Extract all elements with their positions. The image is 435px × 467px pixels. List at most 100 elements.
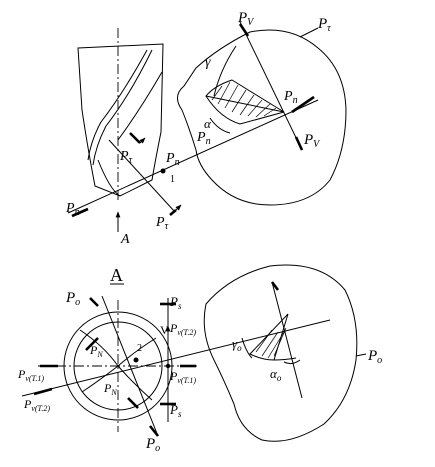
svg-text:Pτ: Pτ bbox=[155, 215, 169, 232]
point-1-dot bbox=[160, 168, 166, 174]
label-po-right: P bbox=[367, 348, 377, 364]
po-section-line bbox=[271, 281, 303, 399]
gamma-arc bbox=[213, 45, 237, 97]
po-right-leader bbox=[355, 353, 367, 357]
svg-text:Pv(T.2): Pv(T.2) bbox=[23, 397, 50, 413]
alpha-o-arc bbox=[283, 359, 301, 365]
svg-text:Pn: Pn bbox=[165, 151, 180, 168]
drill-flute-1 bbox=[92, 49, 153, 166]
label-pt-top: P bbox=[317, 16, 327, 32]
svg-text:Ps: Ps bbox=[169, 294, 182, 311]
svg-text:Pn: Pn bbox=[65, 201, 80, 218]
section-wedge-face bbox=[205, 79, 285, 113]
svg-text:Ps: Ps bbox=[169, 402, 182, 419]
section-po-wedge bbox=[249, 313, 289, 361]
pn-mark-right bbox=[291, 95, 315, 114]
label-pv-right-sub: V bbox=[313, 139, 321, 150]
label-view-title-a: A bbox=[110, 265, 123, 285]
top-labels: PV Pτ γ Pn α Pn PV Pτ Pn 1 Pn A Pτ bbox=[65, 10, 331, 247]
top-figure bbox=[67, 21, 347, 232]
svg-text:Pv(T.1): Pv(T.1) bbox=[169, 369, 196, 385]
pv-line bbox=[239, 21, 303, 151]
svg-text:PN: PN bbox=[89, 343, 103, 359]
pn-mark-lower bbox=[127, 397, 139, 409]
label-po-bottom: P bbox=[145, 436, 155, 452]
pn-mark-left bbox=[71, 207, 89, 218]
label-po-bottom-sub: o bbox=[155, 443, 160, 454]
svg-text:Pn: Pn bbox=[283, 89, 298, 106]
label-po-top: P bbox=[65, 290, 75, 306]
svg-text:PN: PN bbox=[103, 381, 117, 397]
pv-mark-bottom bbox=[294, 136, 304, 151]
label-pv-t1-left: P bbox=[17, 367, 26, 381]
label-pv-t1-right: P bbox=[169, 369, 178, 383]
flank-line bbox=[273, 357, 297, 361]
label-pv-top: P bbox=[237, 10, 247, 26]
label-pv-t2-right: P bbox=[169, 321, 178, 335]
label-gamma-o-sub: o bbox=[237, 343, 242, 353]
label-pt-top-sub: τ bbox=[327, 23, 331, 34]
label-pn-lower: P bbox=[103, 381, 112, 395]
label-pv-t2-left: P bbox=[23, 397, 32, 411]
pt-arrow-top bbox=[139, 137, 146, 144]
svg-text:Po: Po bbox=[367, 348, 382, 366]
flute-left bbox=[79, 329, 119, 393]
label-gamma-o: γ bbox=[232, 336, 238, 351]
bottom-figure bbox=[21, 264, 367, 442]
drill-flute-2 bbox=[87, 49, 148, 161]
svg-text:Pv(T.2): Pv(T.2) bbox=[169, 321, 196, 337]
pt-plane-mark-bottom bbox=[169, 209, 177, 216]
svg-text:Po: Po bbox=[65, 290, 80, 308]
pt-top-leader bbox=[299, 27, 319, 38]
label-pn-left-sub: n bbox=[75, 207, 80, 218]
pt-arrow-bottom bbox=[175, 204, 182, 211]
po-mark-bottom bbox=[148, 425, 160, 437]
svg-text:γo: γo bbox=[232, 336, 242, 353]
gamma-o-arc bbox=[241, 337, 253, 359]
svg-text:Pv(T.1): Pv(T.1) bbox=[17, 367, 44, 383]
label-pn-section: P bbox=[283, 89, 293, 104]
pn-line bbox=[67, 99, 319, 214]
svg-text:Po: Po bbox=[145, 436, 160, 454]
section-hatching bbox=[211, 81, 277, 118]
pt-plane-mark-top bbox=[129, 132, 141, 144]
svg-text:PV: PV bbox=[303, 132, 321, 150]
label-pv-t2-left-sub: v(T.2) bbox=[31, 404, 50, 413]
alpha-arc bbox=[209, 117, 231, 134]
label-pv-top-sub: V bbox=[247, 17, 255, 28]
drill-body-outline bbox=[77, 43, 164, 197]
pv-t2-line bbox=[21, 319, 331, 397]
label-pv-t1-right-sub: v(T.1) bbox=[177, 376, 196, 385]
point-1-end-dot bbox=[165, 363, 171, 369]
svg-text:Pτ: Pτ bbox=[317, 16, 331, 34]
po-section-mark bbox=[270, 281, 280, 291]
label-gamma: γ bbox=[205, 55, 211, 70]
svg-text:PV: PV bbox=[237, 10, 255, 28]
section-outline bbox=[177, 29, 347, 206]
label-pv-t2-right-sub: v(T.2) bbox=[177, 328, 196, 337]
label-pn-mid: P bbox=[196, 130, 206, 145]
drill-lip bbox=[97, 159, 121, 197]
drill-flute-3 bbox=[117, 71, 163, 141]
pv-mark-top bbox=[238, 23, 250, 37]
label-point-1: 1 bbox=[170, 174, 175, 185]
label-pn-center-sub: n bbox=[175, 157, 180, 168]
section-po-hatching bbox=[255, 327, 287, 359]
label-po-right-sub: o bbox=[377, 355, 382, 366]
pv-t2-mark bbox=[33, 387, 53, 396]
label-alpha: α bbox=[204, 116, 212, 131]
section-po-outline bbox=[203, 264, 358, 442]
label-pn-mid-sub: n bbox=[206, 136, 211, 147]
label-ps-top-sub: s bbox=[178, 301, 182, 311]
svg-text:αo: αo bbox=[270, 366, 282, 383]
label-ps-bottom-sub: s bbox=[178, 409, 182, 419]
label-pn-lower-sub: N bbox=[110, 388, 117, 397]
section-wedge-flank bbox=[205, 95, 285, 125]
label-pt-left-sub: τ bbox=[129, 155, 133, 166]
label-alpha-o: α bbox=[270, 366, 278, 381]
label-pn-left: P bbox=[65, 201, 75, 216]
label-pn-center: P bbox=[165, 151, 175, 166]
label-v-mark: V bbox=[160, 323, 169, 337]
label-pv-t1-left-sub: v(T.1) bbox=[25, 374, 44, 383]
